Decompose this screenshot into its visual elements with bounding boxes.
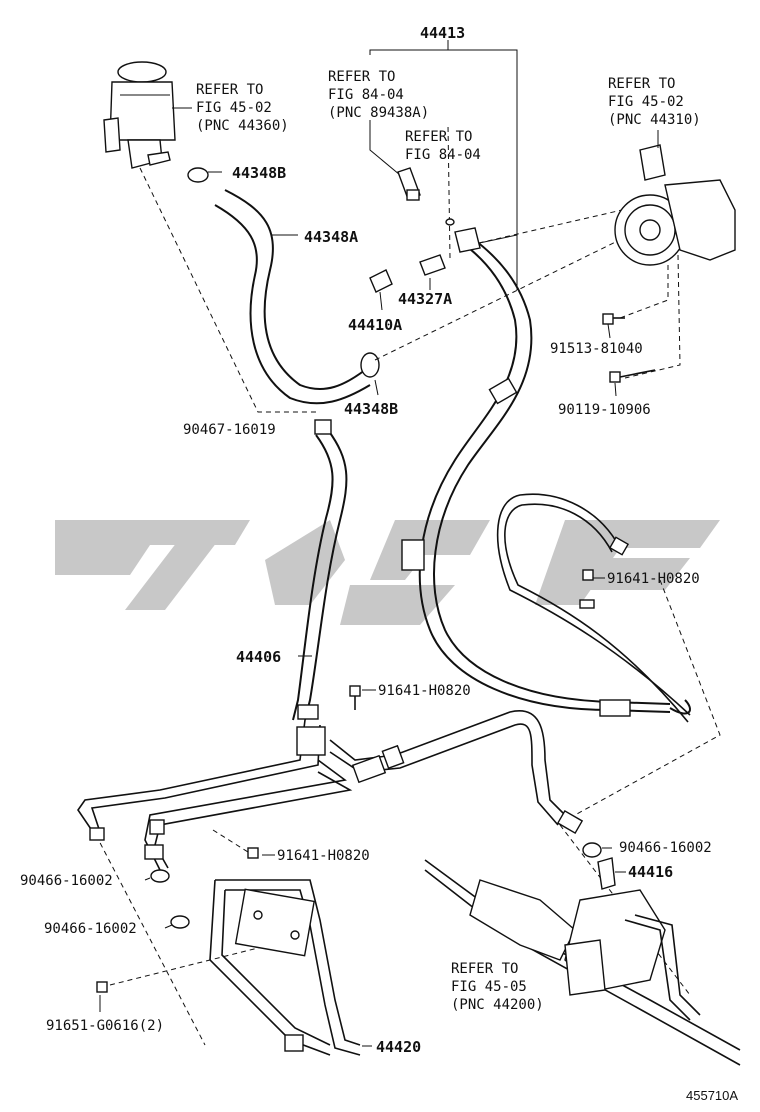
watermark-logo: [55, 520, 720, 625]
refer-fig-45-02-res-line1: REFER TO: [196, 82, 263, 98]
label-90466-16002-right: 90466-16002: [619, 840, 712, 856]
label-90467-16019: 90467-16019: [183, 422, 276, 438]
return-hose-44406: [292, 419, 348, 721]
power-steering-pump: [614, 130, 736, 266]
union-fitting: [369, 269, 393, 311]
oil-cooler-44420: [209, 879, 372, 1056]
refer-fig-45-05-line2: FIG 45-05: [451, 979, 527, 995]
suction-hose: [214, 189, 371, 405]
pressure-switch: [369, 120, 421, 201]
clamp-90466-left-2: [164, 915, 190, 929]
main-pipe-assembly: [77, 710, 584, 871]
bolt-91651: [96, 981, 108, 1012]
label-91641-H0820-right: 91641-H0820: [607, 571, 700, 587]
label-91513-81040: 91513-81040: [550, 341, 643, 357]
label-44348A: 44348A: [304, 228, 358, 246]
refer-fig-45-02-pump-line3: (PNC 44310): [608, 112, 701, 128]
hose-clamp-mid: [360, 352, 380, 396]
label-44406: 44406: [236, 648, 281, 666]
figure-id: 455710A: [686, 1088, 738, 1103]
label-44413: 44413: [420, 24, 465, 42]
label-90119-10906: 90119-10906: [558, 402, 651, 418]
refer-fig-45-02-res-line3: (PNC 44360): [196, 118, 289, 134]
refer-fig-84-04-a-line1: REFER TO: [328, 69, 395, 85]
steering-gear: [424, 859, 741, 1066]
bolt-91513: [602, 313, 625, 339]
bolt-90119: [609, 369, 656, 397]
union-bolt: [419, 254, 446, 290]
label-91641-H0820-left: 91641-H0820: [277, 848, 370, 864]
fitting-44416: [597, 857, 626, 890]
bolt-91641-left: [212, 829, 275, 859]
label-44327A: 44327A: [398, 290, 452, 308]
refer-fig-45-02-res-line2: FIG 45-02: [196, 100, 272, 116]
label-44416: 44416: [628, 863, 673, 881]
bolt-91641-center: [349, 685, 376, 710]
refer-fig-45-02-pump-line1: REFER TO: [608, 76, 675, 92]
hose-clamp-top: [187, 167, 222, 183]
refer-fig-45-05-line3: (PNC 44200): [451, 997, 544, 1013]
label-91641-H0820-center: 91641-H0820: [378, 683, 471, 699]
label-44348B-mid: 44348B: [344, 400, 398, 418]
refer-fig-84-04-a-line3: (PNC 89438A): [328, 105, 429, 121]
refer-fig-84-04-b-line1: REFER TO: [405, 129, 472, 145]
label-90466-16002-left-2: 90466-16002: [44, 921, 137, 937]
label-90466-16002-left-1: 90466-16002: [20, 873, 113, 889]
refer-fig-45-05-line1: REFER TO: [451, 961, 518, 977]
clamp-90466-right: [582, 842, 612, 858]
o-ring: [445, 218, 455, 226]
label-44348B-top: 44348B: [232, 164, 286, 182]
refer-fig-84-04-a-line2: FIG 84-04: [328, 87, 404, 103]
pressure-hose: [401, 227, 691, 717]
clamp-90466-left-1: [144, 869, 170, 883]
refer-fig-84-04-b-line2: FIG 84-04: [405, 147, 481, 163]
label-91651-G0616: 91651-G0616(2): [46, 1018, 164, 1034]
reservoir-tank: [103, 61, 192, 169]
return-pipe-right: [496, 493, 691, 723]
label-group: 44413 REFER TO FIG 84-04 (PNC 89438A) RE…: [20, 24, 738, 1103]
label-44410A: 44410A: [348, 316, 402, 334]
label-44420: 44420: [376, 1038, 421, 1056]
refer-fig-45-02-pump-line2: FIG 45-02: [608, 94, 684, 110]
